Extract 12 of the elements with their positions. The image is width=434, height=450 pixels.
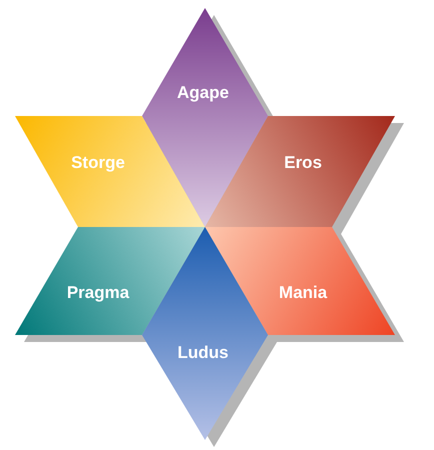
panel-label: Storge: [71, 153, 125, 173]
rhombus-panel: [205, 116, 395, 227]
rhombus-panel: [142, 227, 268, 440]
rhombus-panel: [142, 8, 268, 227]
panel-label: Mania: [278, 283, 328, 303]
panel-label: Eros: [284, 153, 322, 173]
rhombus-panel: [205, 227, 395, 335]
panel-label: Pragma: [66, 283, 130, 303]
panel-label: Agape: [177, 83, 229, 103]
panel-label: Ludus: [178, 343, 228, 363]
rhombus-panel: [15, 227, 205, 335]
rhombus-panel: [15, 116, 205, 227]
